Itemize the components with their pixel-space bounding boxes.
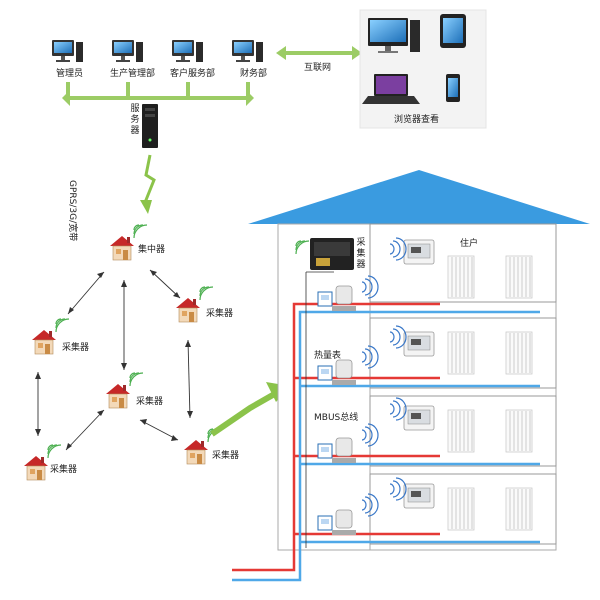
radiator-icon [505, 409, 533, 453]
workstation-label: 生产管理部 [110, 69, 156, 79]
browser-label: 浏览器查看 [394, 115, 440, 125]
pc-production-icon [112, 40, 143, 62]
cold-pipes [232, 310, 540, 582]
server-label: 服务器 [130, 104, 140, 136]
heat-meter-label: 热量表 [314, 351, 342, 361]
radiator-icon [505, 487, 533, 531]
workstation-label: 客户服务部 [170, 69, 216, 79]
workstation-label: 财务部 [240, 69, 268, 79]
desktop-device-icon [368, 18, 420, 53]
radiator-icon [505, 255, 533, 299]
phone-device-icon [446, 74, 460, 102]
mbus-line [305, 271, 334, 548]
workstation-label: 管理员 [56, 69, 84, 79]
collector-label: 采集器 [50, 465, 78, 475]
radiator-icon [447, 331, 475, 375]
building-collector-label: 采集器 [356, 238, 366, 270]
collector-label: 采集器 [206, 309, 234, 319]
collector-label: 采集器 [62, 343, 90, 353]
pc-admin-icon [52, 40, 83, 62]
mbus-label: MBUS总线 [314, 413, 359, 423]
bus-arrow-left [62, 90, 70, 106]
collector-label: 采集器 [212, 451, 240, 461]
devices-panel [359, 9, 487, 129]
radiator-icon [505, 331, 533, 375]
office-bus-lines [66, 82, 250, 100]
internet-label: 互联网 [304, 63, 332, 73]
building-roof [248, 170, 590, 224]
link-label: GPRS/3G/宽带 [67, 180, 77, 242]
pc-service-icon [172, 40, 203, 62]
tablet-device-icon [440, 14, 466, 48]
concentrator-label: 集中器 [138, 245, 166, 255]
laptop-device-icon [362, 74, 420, 104]
radiator-icon [447, 255, 475, 299]
server-icon [142, 104, 158, 148]
link-zigzag-icon [140, 154, 156, 214]
collector-device-icon [295, 238, 354, 270]
collector-label: 采集器 [136, 397, 164, 407]
network-arrowheads [35, 270, 193, 450]
bus-arrow-right [246, 90, 254, 106]
network-links [37, 269, 191, 451]
internet-arrow [276, 46, 362, 60]
radiator-icon [447, 487, 475, 531]
resident-label: 住户 [460, 239, 479, 249]
radiator-icon [447, 409, 475, 453]
pc-finance-icon [232, 40, 263, 62]
